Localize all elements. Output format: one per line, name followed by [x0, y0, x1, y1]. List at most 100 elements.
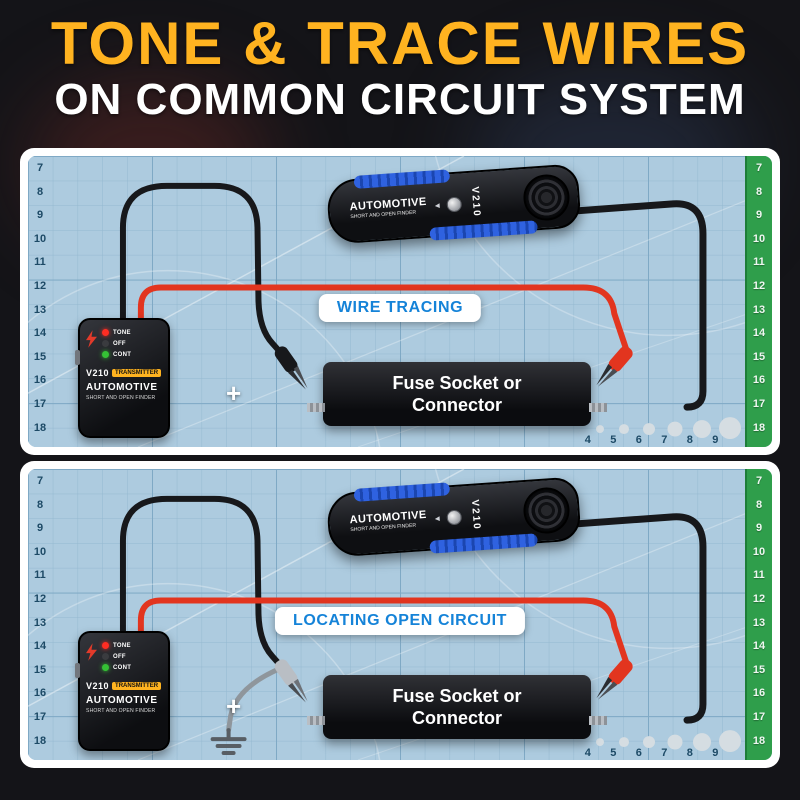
ruler-number: 16	[752, 374, 766, 387]
off-led-label: OFF	[113, 340, 126, 347]
ruler-number: 10	[752, 232, 766, 245]
tone-led-label: TONE	[113, 642, 131, 649]
alligator-clip-black	[274, 346, 308, 390]
ruler-number: 11	[753, 569, 765, 582]
ruler-number: 7	[36, 162, 44, 174]
ruler-number: 8	[36, 185, 44, 198]
mat-dots	[596, 417, 741, 440]
ruler-number: 6	[635, 747, 642, 759]
ruler-number: 12	[33, 279, 47, 292]
cont-led	[102, 351, 109, 358]
ruler-number: 6	[635, 434, 642, 446]
ruler-number: 5	[610, 747, 617, 759]
transmitter-brand: AUTOMOTIVE	[86, 382, 158, 393]
red-test-lead	[137, 284, 631, 356]
ground-symbol-icon	[210, 728, 247, 756]
ruler-number: 8	[755, 498, 763, 511]
alligator-clip-red	[596, 346, 633, 387]
clips-layer	[274, 659, 633, 703]
scenario-label-wire-tracing: WIRE TRACING	[318, 294, 482, 322]
ruler-number: 18	[752, 734, 766, 747]
ruler-number: 17	[33, 710, 47, 723]
ruler-number: 11	[34, 256, 46, 269]
cont-led	[102, 664, 109, 671]
transmitter-tag: TRANSMITTER	[112, 369, 162, 377]
ruler-number: 13	[752, 616, 766, 629]
ruler-number: 9	[755, 522, 763, 535]
tone-led-label: TONE	[113, 329, 131, 336]
ruler-number: 16	[33, 374, 47, 387]
scenario-label-open-circuit: LOCATING OPEN CIRCUIT	[274, 607, 526, 635]
ruler-number: 10	[33, 545, 47, 558]
mat-dots	[596, 730, 741, 753]
wires-layer	[119, 495, 707, 756]
ruler-number: 15	[752, 663, 766, 676]
fuse-label-line2: Connector	[411, 395, 502, 415]
ruler-number: 11	[753, 256, 765, 269]
fuse-socket-box: Fuse Socket or Connector	[307, 362, 607, 426]
ruler-number: 15	[33, 350, 47, 363]
cont-led-label: CONT	[113, 664, 132, 671]
ruler-number: 18	[33, 734, 47, 747]
ruler-number: 13	[33, 616, 47, 629]
transmitter-device: TONE OFF CONT V210 TRANSMITTER AUTOMOTIV…	[75, 631, 170, 751]
black-test-lead	[119, 182, 284, 356]
ruler-number: 12	[33, 592, 47, 605]
lightning-icon	[86, 643, 97, 661]
ruler-number: 9	[36, 522, 44, 535]
lightning-icon	[86, 330, 97, 348]
ruler-number: 10	[752, 545, 766, 558]
ruler-number: 8	[755, 185, 763, 198]
ruler-number: 14	[752, 327, 766, 340]
ruler-number: 5	[610, 434, 617, 446]
transmitter-subtitle: SHORT AND OPEN FINDER	[86, 395, 156, 401]
transmitter-brand: AUTOMOTIVE	[86, 695, 158, 706]
ruler-number: 15	[752, 350, 766, 363]
ruler-number: 14	[33, 327, 47, 340]
ruler-number: 15	[33, 663, 47, 676]
ruler-number: 18	[33, 421, 47, 434]
ground-wire	[226, 665, 283, 733]
fuse-label-line1: Fuse Socket or	[392, 372, 522, 393]
ruler-number: 17	[33, 397, 47, 410]
ruler-number: 7	[755, 475, 763, 487]
ruler-number: 8	[686, 747, 693, 759]
ruler-number: 9	[36, 209, 44, 222]
cont-led-label: CONT	[113, 351, 132, 358]
ruler-number: 13	[752, 303, 766, 316]
title-line2: ON COMMON CIRCUIT SYSTEM	[54, 75, 746, 124]
plus-sign: +	[226, 378, 242, 408]
alligator-clip-red	[596, 659, 633, 700]
red-test-lead	[137, 597, 631, 669]
fuse-label-line2: Connector	[411, 708, 502, 728]
fuse-terminal-right	[589, 403, 607, 412]
ruler-number: 4	[584, 747, 591, 759]
transmitter-side-button	[75, 350, 80, 365]
ruler-number: 12	[752, 279, 766, 292]
alligator-clip-silver	[274, 659, 308, 703]
transmitter-model: V210	[86, 368, 110, 378]
ruler-number: 9	[755, 209, 763, 222]
ruler-number: 7	[755, 162, 763, 174]
black-test-lead	[119, 495, 284, 669]
probe-tip-wire	[559, 513, 707, 724]
off-led	[102, 340, 109, 347]
ruler-number: 14	[33, 640, 47, 653]
ruler-number: 17	[752, 710, 766, 723]
ruler-number: 11	[34, 569, 46, 582]
wires-layer	[119, 182, 707, 411]
ruler-number: 4	[584, 434, 591, 446]
ruler-number: 16	[33, 687, 47, 700]
tone-led	[102, 329, 109, 336]
ruler-number: 8	[686, 434, 693, 446]
